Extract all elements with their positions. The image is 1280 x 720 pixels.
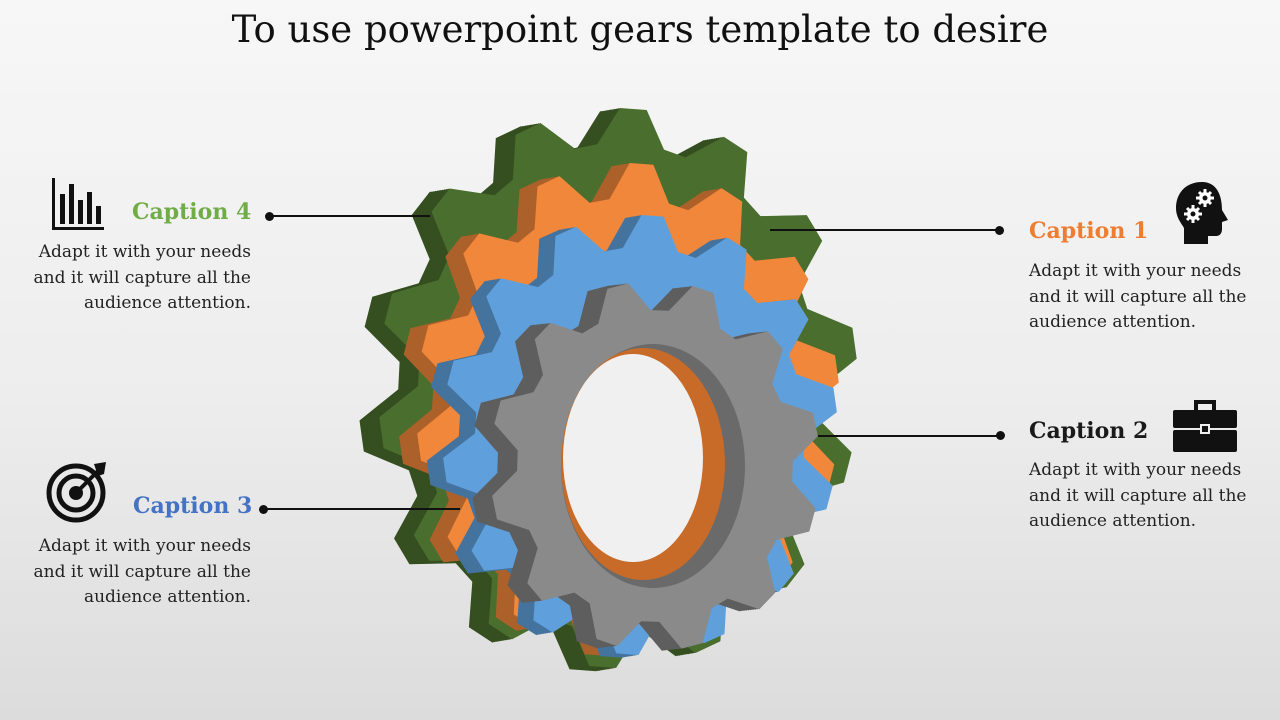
caption-2-title: Caption 2 <box>1029 418 1149 444</box>
connector-line <box>270 215 430 217</box>
gear-gray <box>472 283 818 651</box>
caption-3-text: Adapt it with your needs and it will cap… <box>33 536 251 607</box>
caption-4-text: Adapt it with your needs and it will cap… <box>33 242 251 313</box>
caption-1-text: Adapt it with your needs and it will cap… <box>1029 261 1247 332</box>
briefcase-icon <box>1172 398 1238 458</box>
caption-1-title: Caption 1 <box>1029 218 1149 244</box>
target-icon <box>46 460 110 528</box>
connector-dot <box>259 505 268 514</box>
head-gears-icon <box>1172 180 1232 250</box>
caption-3-title: Caption 3 <box>133 493 253 519</box>
connector-line <box>264 508 460 510</box>
caption-2-text: Adapt it with your needs and it will cap… <box>1029 460 1247 531</box>
bar-chart-icon <box>50 178 106 236</box>
connector-dot <box>996 431 1005 440</box>
connector-dot <box>265 212 274 221</box>
connector-dot <box>995 226 1004 235</box>
slide-title: To use powerpoint gears template to desi… <box>231 8 1049 51</box>
connector-line <box>818 435 998 437</box>
caption-4-title: Caption 4 <box>132 199 252 225</box>
connector-line <box>770 229 998 231</box>
